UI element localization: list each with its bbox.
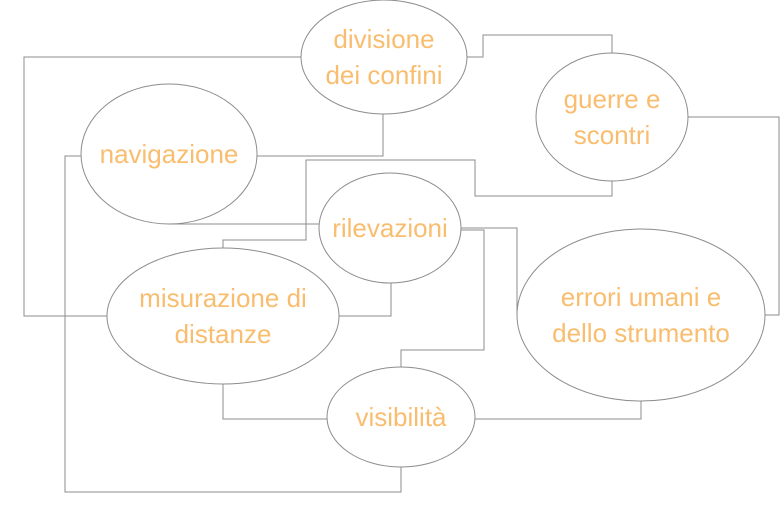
connector-errori-visibilita [475, 401, 642, 420]
node-ellipse-rilevazioni [318, 172, 462, 284]
node-guerre: guerre e scontri [535, 52, 689, 182]
connector-divisione-navigazione [257, 114, 384, 157]
node-label-navigazione-0: navigazione [100, 139, 239, 169]
node-label-guerre-1: scontri [574, 120, 651, 150]
node-label-divisione-0: divisione [333, 24, 434, 54]
node-ellipse-errori [516, 228, 766, 402]
node-label-guerre-0: guerre e [564, 84, 661, 114]
node-divisione: divisione dei confini [300, 0, 468, 115]
node-rilevazioni: rilevazioni [318, 172, 462, 284]
connector-guerre-errori [688, 116, 780, 316]
node-label-rilevazioni-0: rilevazioni [332, 213, 448, 243]
connector-rilevazioni-visibilita [400, 229, 485, 367]
node-label-errori-1: dello strumento [552, 318, 730, 348]
node-label-visibilita-0: visibilità [355, 402, 447, 432]
node-misurazione: misurazione di distanze [106, 247, 340, 385]
concept-nodes: divisione dei confini guerre e scontri navig… [80, 0, 766, 468]
node-label-misurazione-0: misurazione di [139, 283, 307, 313]
node-label-divisione-1: dei confini [325, 60, 442, 90]
node-errori: errori umani e dello strumento [516, 228, 766, 402]
connector-divisione-guerre [467, 34, 613, 58]
node-ellipse-navigazione [80, 83, 258, 225]
connector-lines [23, 34, 780, 493]
node-label-misurazione-1: distanze [175, 319, 272, 349]
node-ellipse-divisione [300, 0, 468, 115]
node-ellipse-guerre [535, 52, 689, 182]
node-ellipse-misurazione [106, 247, 340, 385]
node-visibilita: visibilità [326, 366, 476, 468]
connector-rilevazioni-misurazione [339, 283, 392, 317]
connector-navigazione-visibilita [64, 155, 402, 493]
node-ellipse-visibilita [326, 366, 476, 468]
connector-rilevazioni-errori [461, 227, 518, 315]
node-label-errori-0: errori umani e [561, 282, 721, 312]
connector-misurazione-visibilita [222, 384, 327, 420]
node-navigazione: navigazione [80, 83, 258, 225]
connector-guerre-rilevazioni [222, 159, 613, 248]
